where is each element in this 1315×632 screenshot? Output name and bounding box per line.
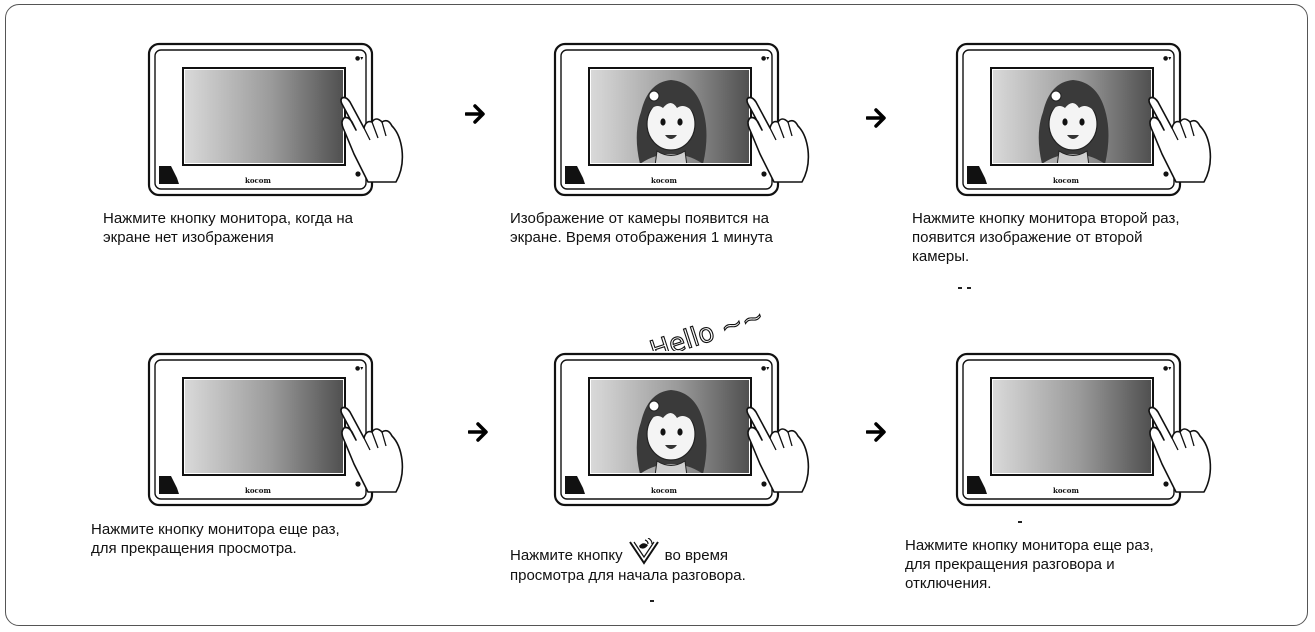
svg-text:●▾: ●▾ (761, 55, 769, 62)
caption-line: Нажмите кнопку монитора, когда на (103, 210, 353, 227)
pointing-hand-icon (340, 406, 404, 493)
caption-step-1: Нажмите кнопку монитора, когда на экране… (103, 209, 353, 247)
monitor-step-5: ●▾ kocom (553, 352, 810, 507)
caption-line: экране нет изображения (103, 229, 274, 246)
caption-line: Нажмите кнопку монитора еще раз, (91, 521, 340, 538)
caption-line: появится изображение от второй (912, 229, 1143, 246)
girl-face-icon (636, 390, 707, 473)
pointing-hand-icon (1148, 406, 1212, 493)
girl-face-icon (1038, 80, 1109, 163)
scan-mark (1018, 521, 1022, 523)
svg-text:kocom: kocom (651, 176, 677, 185)
svg-text:kocom: kocom (1053, 176, 1079, 185)
scan-mark (967, 287, 971, 289)
caption-step-6: Нажмите кнопку монитора еще раз, для пре… (905, 536, 1154, 593)
caption-line: Нажмите кнопку во время (510, 538, 746, 566)
caption-line: Нажмите кнопку монитора второй раз, (912, 210, 1180, 227)
pointing-hand-icon (340, 96, 404, 183)
pointing-hand-icon (746, 406, 810, 493)
svg-text:●▾: ●▾ (355, 365, 363, 372)
arrow-right-icon (866, 108, 886, 128)
monitor-step-6: ●▾ kocom (955, 352, 1212, 507)
caption-step-5: Нажмите кнопку во время просмотра для на… (510, 538, 746, 585)
svg-text:●▾: ●▾ (1163, 55, 1171, 62)
scan-mark (650, 600, 654, 602)
caption-line: камеры. (912, 248, 970, 265)
monitor-step-3: ●▾ kocom (955, 42, 1212, 197)
hello-speech-text: Hello ~~ (646, 301, 767, 351)
caption-line: Нажмите кнопку монитора еще раз, (905, 537, 1154, 554)
caption-line: экране. Время отображения 1 минута (510, 229, 773, 246)
caption-line: просмотра для начала разговора. (510, 567, 746, 584)
pointing-hand-icon (746, 96, 810, 183)
arrow-right-icon (866, 422, 886, 442)
svg-text:kocom: kocom (1053, 486, 1079, 495)
monitor-step-4: ●▾ kocom (147, 352, 404, 507)
talk-button-icon (628, 538, 659, 565)
instruction-panel (5, 4, 1308, 626)
hello-speech: Hello ~~ (646, 301, 768, 351)
pointing-hand-icon (1148, 96, 1212, 183)
caption-line: Изображение от камеры появится на (510, 210, 769, 227)
svg-text:kocom: kocom (651, 486, 677, 495)
monitor-step-2: ●▾ kocom (553, 42, 810, 197)
caption-step-2: Изображение от камеры появится на экране… (510, 209, 773, 247)
caption-text: Нажмите кнопку (510, 547, 623, 564)
svg-text:●▾: ●▾ (1163, 365, 1171, 372)
scan-mark (958, 287, 962, 289)
caption-line: отключения. (905, 575, 992, 592)
caption-step-4: Нажмите кнопку монитора еще раз, для пре… (91, 520, 340, 558)
arrow-right-icon (468, 422, 488, 442)
caption-text: во время (664, 547, 729, 564)
arrow-right-icon (465, 104, 485, 124)
caption-line: для прекращения разговора и (905, 556, 1115, 573)
svg-text:●▾: ●▾ (355, 55, 363, 62)
svg-text:●▾: ●▾ (761, 365, 769, 372)
monitor-step-1: ●▾ kocom (147, 42, 404, 197)
svg-text:kocom: kocom (245, 486, 271, 495)
caption-step-3: Нажмите кнопку монитора второй раз, появ… (912, 209, 1180, 266)
caption-line: для прекращения просмотра. (91, 540, 297, 557)
svg-text:kocom: kocom (245, 176, 271, 185)
girl-face-icon (636, 80, 707, 163)
